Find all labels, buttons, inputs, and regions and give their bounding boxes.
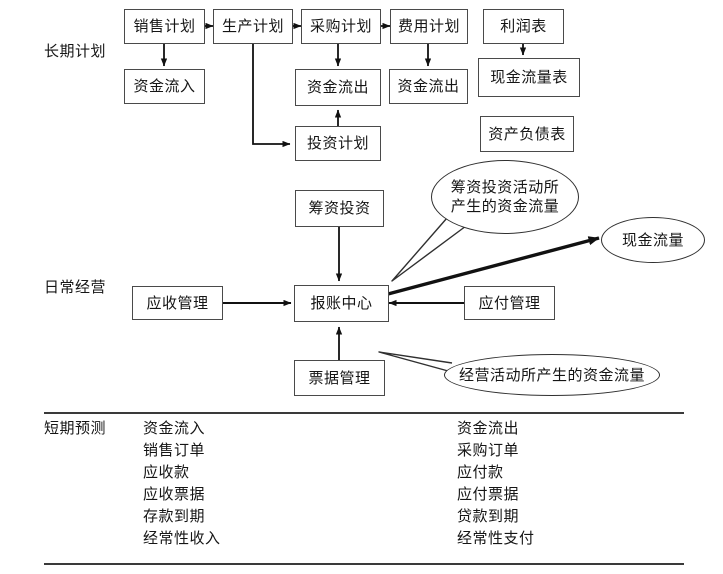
short-term-item-left-5: 经常性收入 [143, 529, 221, 547]
box-expense-plan[interactable]: 费用计划 [390, 9, 468, 44]
box-receivable-management[interactable]: 应收管理 [132, 286, 223, 320]
callout-financing-line-1: 筹资投资活动所 [450, 177, 560, 196]
callout-financing-line-2: 产生的资金流量 [450, 197, 560, 215]
box-balance-sheet[interactable]: 资产负债表 [480, 116, 574, 152]
short-term-item-left-2: 应收款 [143, 463, 190, 481]
box-financing-investment[interactable]: 筹资投资 [295, 190, 384, 227]
box-cash-flow-statement[interactable]: 现金流量表 [478, 58, 580, 97]
short-term-item-right-3: 应付票据 [457, 485, 520, 503]
edge-production-to-investment [252, 44, 291, 148]
short-term-item-right-5: 经常性支付 [457, 529, 535, 547]
short-term-top-rule [44, 412, 684, 414]
callout-financing-investment-cash-flow[interactable]: 筹资投资活动所 产生的资金流量 [431, 160, 579, 234]
short-term-item-right-1: 采购订单 [457, 441, 520, 459]
row-label-short-term: 短期预测 [44, 419, 107, 437]
box-payable-management[interactable]: 应付管理 [464, 286, 555, 320]
short-term-item-left-1: 销售订单 [143, 441, 206, 459]
box-purchase-plan[interactable]: 采购计划 [301, 9, 381, 44]
ellipse-cash-flow[interactable]: 现金流量 [601, 217, 705, 263]
short-term-bottom-rule [44, 563, 684, 565]
short-term-item-left-4: 存款到期 [143, 507, 206, 525]
box-sales-plan[interactable]: 销售计划 [124, 9, 205, 44]
callout-tail-financing [391, 217, 467, 282]
box-investment-plan[interactable]: 投资计划 [295, 126, 381, 161]
short-term-item-left-0: 资金流入 [143, 419, 206, 437]
box-reimbursement-center[interactable]: 报账中心 [294, 285, 389, 322]
short-term-list-left: 资金流入销售订单应收款应收票据存款到期经常性收入 [143, 421, 221, 553]
box-income-statement[interactable]: 利润表 [483, 9, 564, 44]
box-cash-inflow[interactable]: 资金流入 [124, 69, 205, 104]
box-production-plan[interactable]: 生产计划 [213, 9, 293, 44]
short-term-item-right-4: 贷款到期 [457, 507, 520, 525]
row-label-daily-operations: 日常经营 [44, 278, 107, 296]
short-term-item-right-0: 资金流出 [457, 419, 520, 437]
short-term-item-right-2: 应付款 [457, 463, 504, 481]
box-cash-outflow-expense[interactable]: 资金流出 [389, 69, 468, 104]
callout-operating-cash-flow[interactable]: 经营活动所产生的资金流量 [444, 354, 660, 396]
box-cash-outflow-purchase[interactable]: 资金流出 [295, 69, 381, 106]
short-term-list-right: 资金流出采购订单应付款应付票据贷款到期经常性支付 [457, 421, 535, 553]
box-bill-management[interactable]: 票据管理 [294, 360, 385, 396]
short-term-item-left-3: 应收票据 [143, 485, 206, 503]
row-label-long-term: 长期计划 [44, 42, 107, 60]
